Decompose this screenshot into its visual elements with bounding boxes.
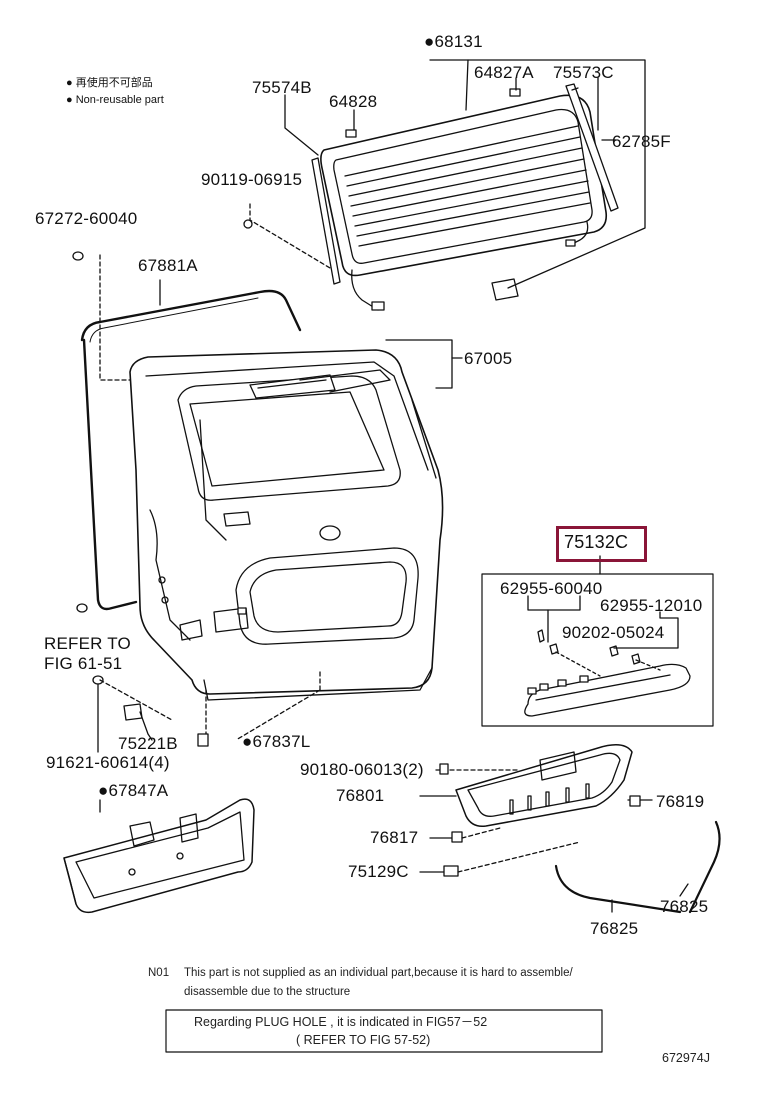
label-fig-61-51[interactable]: FIG 61-51 [44,654,123,673]
label-64828[interactable]: 64828 [329,92,378,111]
label-67272-60040[interactable]: 67272-60040 [35,209,138,228]
label-75221B[interactable]: 75221B [118,734,178,753]
back-door-glass-drawing [320,94,608,311]
label-68131[interactable]: ●68131 [424,32,483,51]
plug-hole-note-line-1: Regarding PLUG HOLE , it is indicated in… [194,1015,488,1029]
label-91621-60614[interactable]: 91621-60614(4) [46,753,170,772]
lower-garnish-drawing [455,744,633,828]
legend-non-reusable-en: ● Non-reusable part [66,94,164,106]
label-75573C[interactable]: 75573C [553,63,614,82]
label-67005[interactable]: 67005 [464,349,513,368]
label-76817[interactable]: 76817 [370,828,419,847]
label-90180-06013[interactable]: 90180-06013(2) [300,760,424,779]
label-90119-06915[interactable]: 90119-06915 [201,170,303,189]
label-62955-12010[interactable]: 62955-12010 [600,596,703,615]
figure-id: 672974J [662,1051,710,1065]
label-76825-right[interactable]: 76825 [660,897,709,916]
label-refer-to[interactable]: REFER TO [44,634,131,653]
label-76819[interactable]: 76819 [656,792,705,811]
highlight-box-75132C [556,526,647,562]
label-75132C[interactable]: 75132C [564,532,629,552]
note-code: N01 [148,967,170,979]
label-76825-bottom[interactable]: 76825 [590,919,639,938]
label-62955-60040[interactable]: 62955-60040 [500,579,603,598]
label-75129C[interactable]: 75129C [348,862,409,881]
label-75574B[interactable]: 75574B [252,78,312,97]
label-90202-05024[interactable]: 90202-05024 [562,623,665,642]
back-door-panel-drawing [129,349,444,701]
weatherstrip-drawing [80,289,302,611]
label-64827A[interactable]: 64827A [474,63,534,82]
note-line-1: This part is not supplied as an individu… [184,967,573,979]
plug-hole-note-line-2: ( REFER TO FIG 57-52) [296,1033,431,1047]
trim-panel-drawing [63,798,255,914]
note-line-2: disassemble due to the structure [184,986,351,998]
label-76801[interactable]: 76801 [336,786,385,805]
label-62785F[interactable]: 62785F [612,132,671,151]
label-67847A[interactable]: ●67847A [98,781,169,800]
label-67881A[interactable]: 67881A [138,256,198,275]
label-67837L[interactable]: ●67837L [242,732,311,751]
legend-non-reusable-jp: ● 再使用不可部品 [66,77,153,89]
